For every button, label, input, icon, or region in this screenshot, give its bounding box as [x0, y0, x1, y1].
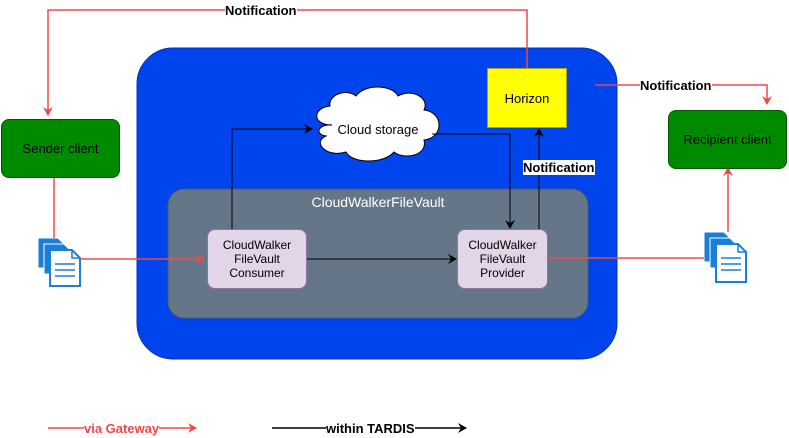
recipient-client-label: Recipient client: [683, 132, 772, 147]
consumer-node: CloudWalker FileVault Consumer: [207, 229, 307, 289]
cloud-to-provider-edge: [432, 133, 515, 229]
cloud-storage-node: Cloud storage: [318, 116, 438, 142]
sender-client-label: Sender client: [22, 141, 99, 156]
vault-container-title: CloudWalkerFileVault: [168, 192, 588, 212]
recipient-client-node: Recipient client: [668, 110, 787, 169]
consumer-to-cloud-edge: [231, 124, 313, 230]
provider-node: CloudWalker FileVault Provider: [457, 229, 548, 289]
cloud-storage-label: Cloud storage: [337, 121, 419, 137]
sender-client-node: Sender client: [1, 119, 120, 178]
legend-tardis-label: within TARDIS: [326, 421, 415, 436]
sender-document-icon: [37, 237, 81, 287]
horizon-label: Horizon: [504, 90, 550, 106]
right-notification-label: Notification: [640, 78, 712, 93]
legend-gateway-label: via Gateway: [84, 421, 160, 436]
cloud-shape: [316, 86, 440, 162]
horizon-node: Horizon: [487, 68, 567, 128]
provider-label: CloudWalker FileVault Provider: [468, 238, 537, 280]
recipient-document-icon: [703, 231, 747, 283]
consumer-label: CloudWalker FileVault Consumer: [222, 238, 292, 280]
vault-container-label: CloudWalkerFileVault: [311, 194, 445, 210]
top-notification-label: Notification: [225, 3, 297, 18]
provider-notification-label: Notification: [523, 160, 595, 175]
